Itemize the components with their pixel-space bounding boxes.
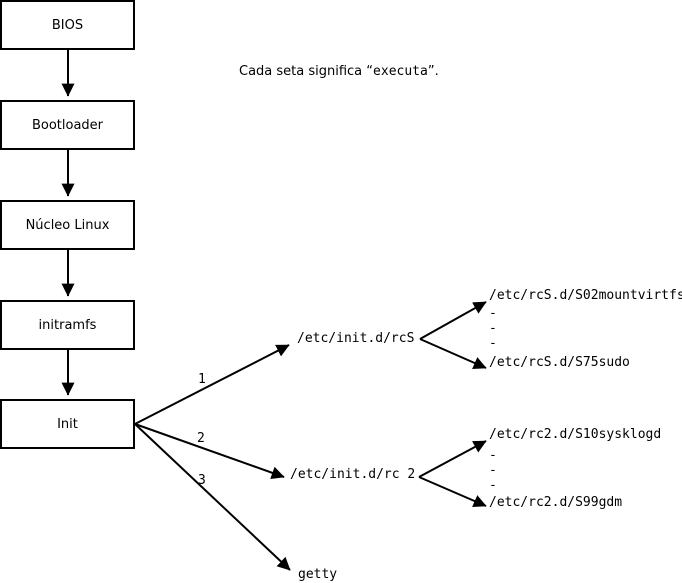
legend-note-open-quote: “ <box>366 64 374 79</box>
rcsd-ellipsis-dash: - <box>489 321 497 336</box>
arrow-rc2-to-last-script <box>418 476 487 508</box>
label-rcsd-last-script: /etc/rcS.d/S75sudo <box>489 355 630 370</box>
rcsd-ellipsis-dash: - <box>489 306 497 321</box>
rcsd-ellipsis-dash: - <box>489 336 497 351</box>
arrow-init-to-rcs <box>134 344 290 425</box>
branch-number-3: 3 <box>198 473 206 488</box>
box-bootloader: Bootloader <box>0 100 135 150</box>
rc2d-ellipsis-dash: - <box>489 478 497 493</box>
branch-number-2: 2 <box>197 431 205 446</box>
label-rcsd-first-script: /etc/rcS.d/S02mountvirtfs <box>489 288 682 303</box>
arrow-rc2-to-first-script <box>418 440 487 478</box>
legend-note-quoted-term: executa <box>373 64 428 79</box>
label-rc2d-first-script: /etc/rc2.d/S10sysklogd <box>489 427 662 442</box>
legend-note-suffix: . <box>434 64 439 79</box>
box-linux-kernel: Núcleo Linux <box>0 200 135 250</box>
label-rc2d-last-script: /etc/rc2.d/S99gdm <box>489 495 623 510</box>
legend-note-close-quote: ” <box>427 64 435 79</box>
legend-note-prefix: Cada seta significa <box>239 64 367 79</box>
label-init-d-rcs: /etc/init.d/rcS <box>297 331 415 346</box>
label-init-d-rc2: /etc/init.d/rc 2 <box>290 467 416 482</box>
branch-number-1: 1 <box>198 372 206 387</box>
box-initramfs: initramfs <box>0 300 135 350</box>
box-init: Init <box>0 399 135 449</box>
label-getty: getty <box>298 567 338 582</box>
legend-note: Cada seta significa “executa”. <box>239 64 439 79</box>
rc2d-ellipsis-dash: - <box>489 463 497 478</box>
arrow-rcs-to-first-script <box>419 301 487 340</box>
arrow-init-to-getty <box>134 423 291 571</box>
arrow-init-to-rc2 <box>134 423 285 479</box>
rc2d-ellipsis-dash: - <box>489 448 497 463</box>
arrow-rcs-to-last-script <box>419 338 487 369</box>
box-bios: BIOS <box>0 0 135 50</box>
